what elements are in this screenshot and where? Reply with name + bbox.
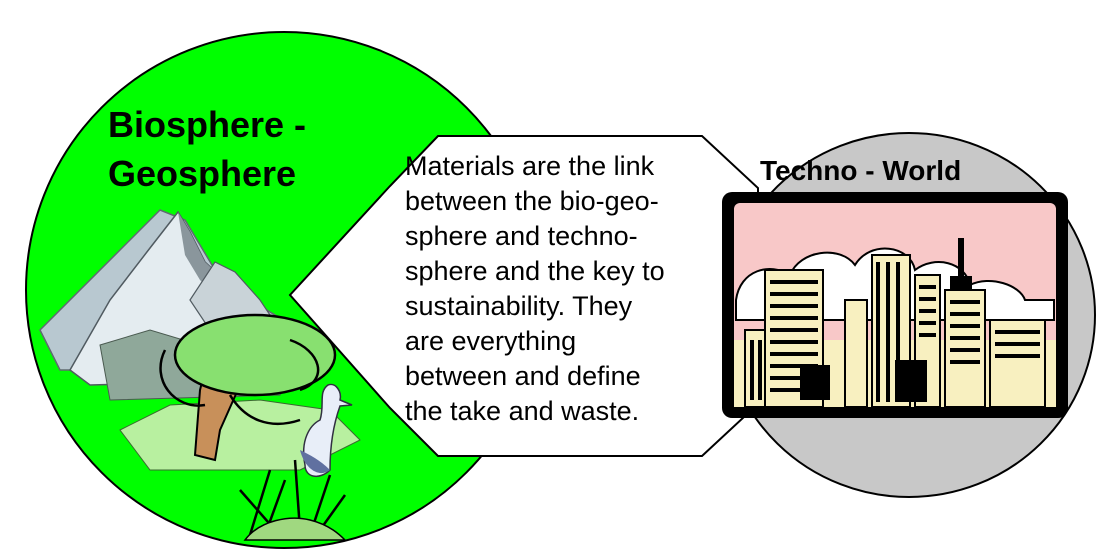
callout-line: sustainability. They: [405, 291, 633, 321]
city-clipart-icon: [722, 192, 1068, 418]
biosphere-title-line1: Biosphere -: [108, 104, 306, 145]
heron-icon: [303, 383, 353, 477]
windows-icon: [750, 262, 1040, 402]
callout-line: between the bio-geo-: [405, 186, 659, 216]
callout-text: Materials are the link between the bio-g…: [405, 151, 665, 426]
callout-line: sphere and the key to: [405, 256, 665, 286]
callout-line: sphere and techno-: [405, 221, 638, 251]
reed-grass-icon: [243, 517, 347, 541]
callout-line: are everything: [405, 326, 576, 356]
biosphere-title-line2: Geosphere: [108, 153, 296, 194]
techno-world-title: Techno - World: [760, 155, 961, 186]
callout-box: [288, 135, 759, 457]
tree-branch-icon: [159, 338, 320, 425]
nature-clipart-icon: [39, 209, 361, 541]
callout-line: the take and waste.: [405, 396, 639, 426]
tower-icon: [950, 238, 972, 290]
heron-wing-icon: [300, 450, 330, 474]
reeds-icon: [239, 459, 347, 536]
callout-line: between and define: [405, 361, 641, 391]
tree-canopy-icon: [173, 313, 337, 397]
callout-line: Materials are the link: [405, 151, 655, 181]
